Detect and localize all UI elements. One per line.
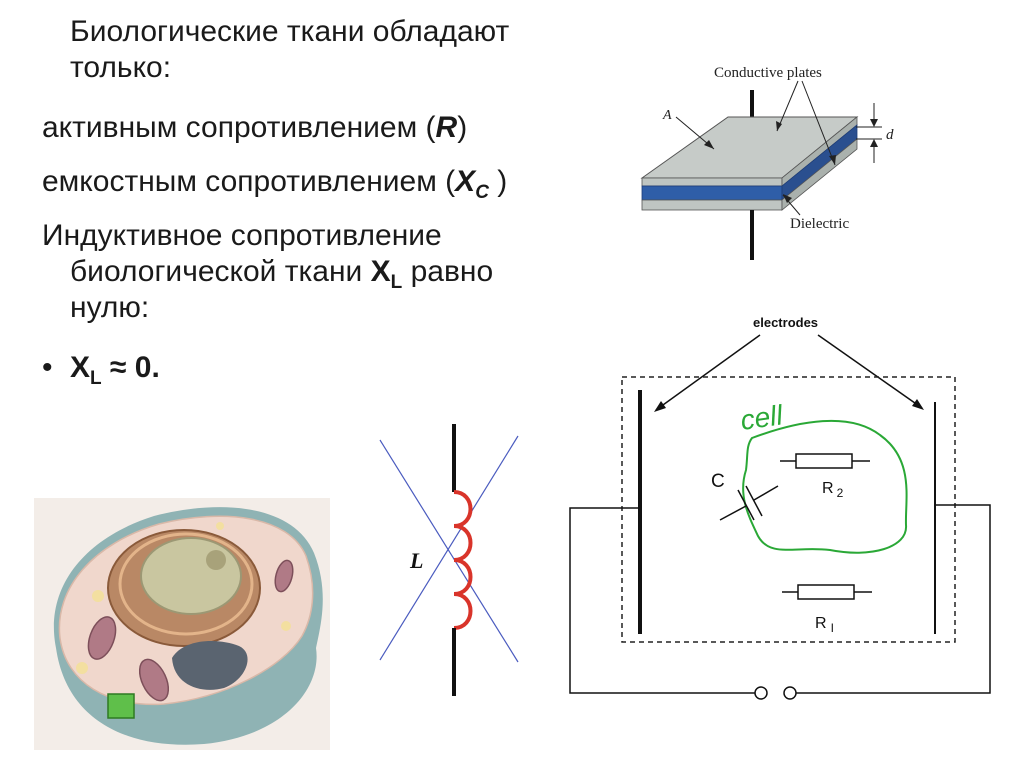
bullet-subscript: L	[90, 368, 102, 389]
cell-nucleus	[140, 537, 242, 615]
circuit-wire-right	[796, 504, 991, 694]
circuit-capacitor-lead-1	[719, 505, 747, 521]
r1-resistor	[797, 584, 855, 600]
inductor-cross-line-1	[379, 439, 519, 663]
endoplasmic-reticulum-layer	[118, 532, 254, 636]
inductor-coil	[453, 490, 473, 630]
vesicle-1	[92, 590, 104, 602]
mitochondrion-2	[138, 658, 170, 702]
top-plate-front	[641, 177, 783, 187]
bottom-plate-front	[641, 199, 783, 211]
inductive-line-2-a: биологической ткани	[70, 255, 371, 288]
mitochondrion-1	[87, 616, 117, 660]
circuit-capacitor-lead-2	[753, 485, 779, 501]
golgi-apparatus	[172, 641, 248, 690]
inductive-line-3: нулю:	[70, 291, 150, 324]
area-arrow-head	[704, 140, 714, 149]
electrode-arrow-right-head	[912, 399, 924, 410]
inductive-line-2-b: равно	[402, 255, 494, 288]
cell-illustration	[34, 498, 330, 750]
highlight-marker	[107, 693, 135, 719]
electrode-arrow-left-head	[654, 401, 666, 412]
inductive-line-1: Индуктивное сопротивление	[42, 219, 442, 252]
bullet-symbol: X	[70, 351, 91, 384]
capacitive-close: )	[488, 165, 508, 198]
intro-line-2: только:	[70, 51, 172, 84]
plates-arrow-2	[801, 80, 836, 166]
conductive-plates-label: Conductive plates	[714, 65, 822, 81]
dielectric-front	[641, 185, 783, 201]
mitochondrion-3	[274, 559, 294, 593]
dielectric-label: Dielectric	[790, 216, 849, 232]
inductor-cross-line-2	[379, 435, 519, 661]
electrodes-label: electrodes	[753, 315, 818, 330]
bullet-glyph: •	[42, 351, 53, 384]
sample-chamber	[621, 376, 956, 643]
distance-arrow-top-head	[870, 119, 878, 127]
inductor-diagram: L	[379, 424, 519, 696]
capacitive-subscript: C	[475, 182, 489, 203]
intro-line-1: Биологические ткани обладают	[70, 15, 510, 48]
capacitive-resistance-line: емкостным сопротивлением (XC )	[42, 164, 508, 203]
capacitive-symbol: X	[455, 165, 476, 198]
active-resistance-label: активным сопротивлением (	[42, 111, 436, 144]
active-resistance-close: )	[457, 111, 468, 144]
r2-resistor	[795, 453, 853, 469]
circuit-capacitor-plate-1	[737, 489, 755, 521]
dielectric-arrow-head	[783, 194, 792, 203]
electrode-arrow-left	[655, 334, 761, 411]
inductive-symbol: X	[370, 255, 391, 288]
area-label: A	[662, 108, 672, 123]
distance-arrow-bottom-head	[870, 139, 878, 147]
plates-arrow-2-head	[829, 155, 836, 165]
bullet-item: • XL ≈ 0.	[42, 350, 160, 389]
cell-outline	[742, 419, 908, 554]
capacitor-diagram: Conductive plates A d Dielectric	[640, 65, 894, 260]
inductor-label: L	[409, 548, 423, 573]
cell-label: cell	[739, 399, 786, 436]
bullet-value: ≈ 0.	[101, 351, 160, 384]
capacitor-label: C	[711, 471, 725, 492]
vesicle-2	[76, 662, 88, 674]
inductive-subscript: L	[390, 272, 403, 293]
electrode-arrow-right	[817, 334, 923, 409]
vesicle-4	[216, 522, 224, 530]
terminal-right	[783, 686, 797, 700]
circuit-capacitor-plate-2	[745, 485, 763, 517]
vesicle-3	[281, 621, 291, 631]
terminal-left	[754, 686, 768, 700]
plates-arrow-1	[776, 80, 799, 132]
plates-arrow-1-head	[776, 121, 782, 131]
inductive-line-2: биологической ткани XL равно	[70, 254, 494, 293]
distance-label: d	[886, 127, 894, 143]
cell-nucleolus	[206, 550, 226, 570]
capacitive-resistance-label: емкостным сопротивлением (	[42, 165, 456, 198]
active-resistance-line: активным сопротивлением (R)	[42, 110, 467, 146]
active-resistance-symbol: R	[435, 111, 458, 144]
circuit-wire-left	[569, 507, 755, 694]
